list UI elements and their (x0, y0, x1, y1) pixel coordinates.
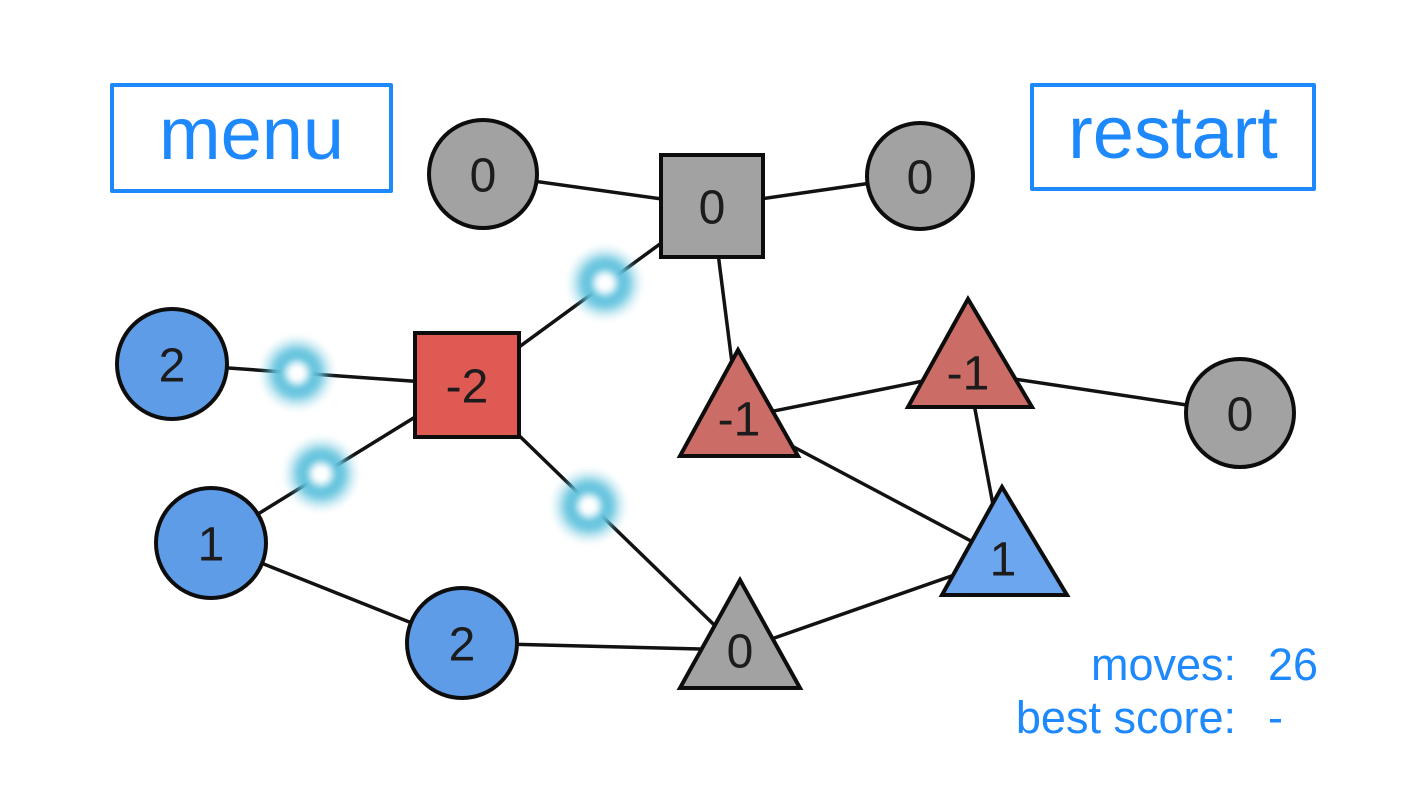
node-value-triangle-neg1-left: -1 (718, 393, 761, 446)
node-triangle-neg1-right[interactable] (904, 294, 1036, 409)
node-circle-2-left[interactable] (115, 307, 229, 421)
node-value-circle-0-topright: 0 (907, 151, 934, 204)
node-triangle-1-blue[interactable] (938, 483, 1071, 597)
node-value-triangle-1-blue: 1 (990, 533, 1017, 586)
moves-row: moves: 26 (1016, 638, 1334, 691)
node-value-triangle-0-gray: 0 (727, 625, 754, 678)
node-triangle-0-gray[interactable] (676, 575, 804, 690)
node-circle-1[interactable] (154, 486, 268, 600)
node-value-square-neg2: -2 (446, 360, 489, 413)
node-value-circle-2-bottom: 2 (449, 618, 476, 671)
node-circle-0-right[interactable] (1184, 357, 1296, 469)
restart-button[interactable]: restart (1030, 83, 1316, 191)
node-circle-2-bottom[interactable] (405, 586, 519, 700)
best-score-label: best score: (1015, 692, 1236, 743)
node-value-square-0: 0 (699, 181, 726, 234)
node-value-circle-1: 1 (198, 518, 225, 571)
node-square-0[interactable] (659, 153, 765, 259)
node-value-circle-0-topleft: 0 (470, 149, 497, 202)
node-triangle-neg1-left[interactable] (676, 345, 802, 458)
node-value-circle-0-right: 0 (1227, 388, 1254, 441)
best-score-value: - (1268, 692, 1283, 743)
menu-button[interactable]: menu (110, 83, 393, 193)
node-circle-0-topleft[interactable] (427, 118, 539, 230)
score-panel: moves: 26 best score: - (1016, 638, 1334, 744)
node-square-neg2[interactable] (413, 331, 521, 439)
node-value-circle-2-left: 2 (159, 339, 186, 392)
node-value-triangle-neg1-right: -1 (947, 347, 990, 400)
moves-value: 26 (1268, 639, 1319, 690)
best-score-row: best score: - (1016, 691, 1334, 744)
moves-label: moves: (1090, 639, 1236, 690)
node-circle-0-topright[interactable] (865, 121, 975, 231)
